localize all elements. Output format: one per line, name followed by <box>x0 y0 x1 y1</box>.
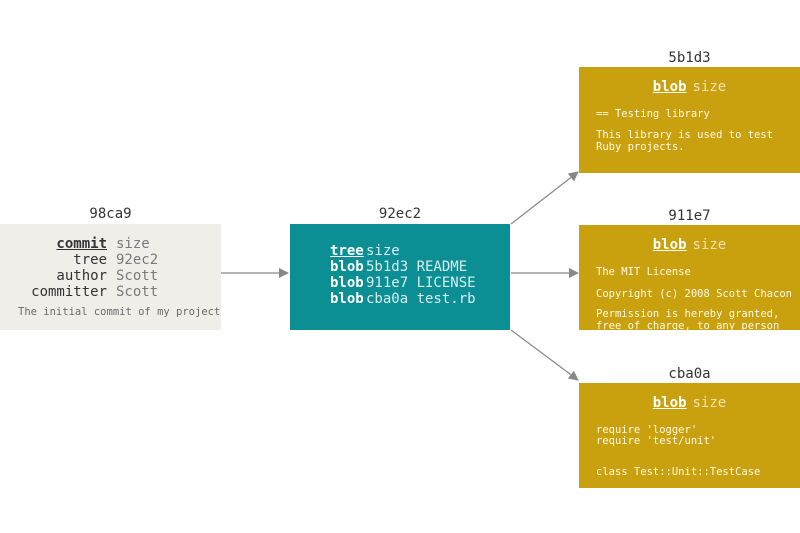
blob-line: Permission is hereby granted, <box>596 308 780 320</box>
blob-hash: cba0a <box>668 366 711 382</box>
blob-line: Copyright (c) 2008 Scott Chacon <box>596 288 792 300</box>
tree-entry-rest: 5b1d3 README <box>366 259 468 275</box>
arrow-tree-to-5b1d3 <box>510 171 579 225</box>
tree-entry-type: tree <box>330 243 364 259</box>
commit-value: Scott <box>116 268 159 284</box>
commit-value: 92ec2 <box>116 252 159 268</box>
arrow-tree-to-cba0a <box>510 329 579 381</box>
blob-type: blob <box>652 395 687 411</box>
blob-hash: 911e7 <box>668 208 711 224</box>
blob-line: The MIT License <box>596 266 691 278</box>
blob-type: blob <box>652 237 687 253</box>
blob-line: == Testing library <box>596 108 710 120</box>
blob-size: size <box>692 237 727 253</box>
blob-line: class Test::Unit::TestCase <box>596 466 761 478</box>
blob-hash: 5b1d3 <box>668 50 711 66</box>
tree-entry-type: blob <box>330 259 364 275</box>
blob-line: require 'logger' <box>596 424 698 436</box>
blob-line: free of charge, to any person <box>596 320 780 330</box>
blob-object: blob size == Testing library This library… <box>579 67 800 173</box>
blob-header: blob size <box>579 395 800 411</box>
commit-key: tree <box>73 252 107 268</box>
commit-object: commit size tree 92ec2 author Scott comm… <box>0 224 221 330</box>
tree-entry-rest: 911e7 LICENSE <box>366 275 476 291</box>
commit-value: size <box>116 236 150 252</box>
commit-key: committer <box>31 284 107 300</box>
tree-entry-type: blob <box>330 291 364 307</box>
blob-object: blob size require 'logger' require 'test/… <box>579 383 800 488</box>
tree-entry-rest: size <box>366 243 400 259</box>
commit-key: commit <box>56 236 107 252</box>
blob-line: This library is used to test <box>596 129 774 141</box>
blob-type: blob <box>652 79 687 95</box>
commit-hash: 98ca9 <box>89 206 132 222</box>
blob-size: size <box>692 395 727 411</box>
commit-key: author <box>56 268 107 284</box>
blob-line: require 'test/unit' <box>596 435 717 447</box>
blob-header: blob size <box>579 237 800 253</box>
blob-object: blob size The MIT License Copyright (c) 2… <box>579 225 800 330</box>
commit-message: The initial commit of my project <box>18 306 221 318</box>
commit-value: Scott <box>116 284 159 300</box>
tree-entry-type: blob <box>330 275 364 291</box>
blob-size: size <box>692 79 727 95</box>
tree-entry-rest: cba0a test.rb <box>366 291 476 307</box>
blob-header: blob size <box>579 79 800 95</box>
tree-hash: 92ec2 <box>378 206 422 222</box>
blob-line: Ruby projects. <box>596 141 685 153</box>
